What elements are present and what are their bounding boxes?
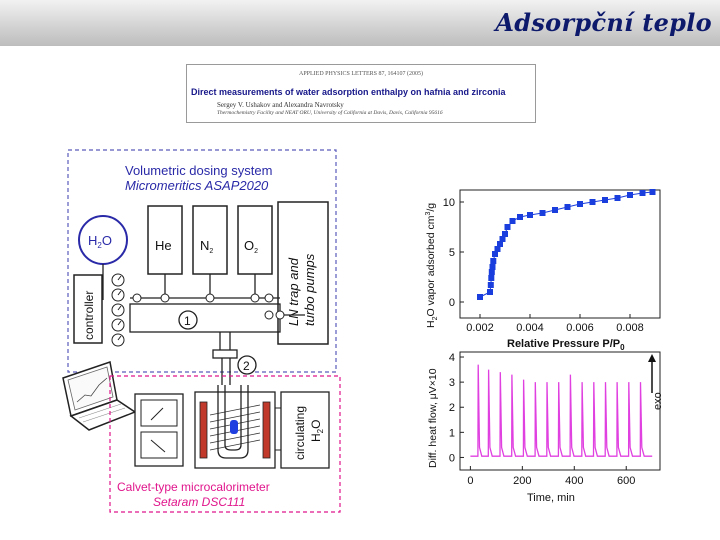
controller-box <box>73 274 103 344</box>
isotherm-point <box>539 210 546 216</box>
heatflow-xlabel: Time, min <box>527 492 575 504</box>
isotherm-point <box>614 195 621 201</box>
heatflow-xtick-label: 0 <box>467 475 473 487</box>
isotherm-point <box>577 201 583 207</box>
circulating-label: circulating <box>293 406 307 460</box>
isotherm-point <box>639 190 646 196</box>
marker-2 <box>237 355 257 375</box>
isotherm-point <box>602 197 608 203</box>
isotherm-point <box>488 269 495 275</box>
calorimeter-model: Setaram DSC111 <box>153 495 245 509</box>
isotherm-point <box>487 282 494 288</box>
isotherm-ytick-label: 0 <box>449 297 455 309</box>
heatflow-ytick-label: 0 <box>449 452 455 464</box>
isotherm-point <box>492 251 498 257</box>
isotherm-point <box>489 264 496 270</box>
isotherm-point <box>490 258 497 264</box>
manifold-valves <box>132 293 285 320</box>
isotherm-point <box>527 212 533 218</box>
o2-label: O2 <box>244 238 258 255</box>
meter-bottom <box>140 431 178 459</box>
calorimeter-title: Calvet-type microcalorimeter <box>117 480 270 494</box>
circulating-box <box>280 391 330 469</box>
pump-label-1: LN trap and <box>286 257 301 326</box>
header-bar: Adsorpční teplo <box>0 0 720 46</box>
heatflow-frame <box>459 351 661 471</box>
paper-header: APPLIED PHYSICS LETTERS 87, 164107 (2005… <box>186 64 536 123</box>
n2-cylinder <box>192 205 228 275</box>
isotherm-point <box>627 192 633 198</box>
he-label: He <box>155 238 172 253</box>
paper-authors: Sergey V. Ushakov and Alexandra Navrotsk… <box>217 101 344 109</box>
heatflow-ytick-label: 3 <box>449 377 455 389</box>
isotherm-point <box>504 224 511 230</box>
dosing-line <box>212 332 238 385</box>
heatflow-ticks: 0 200 400 600 0 1 2 3 4 <box>449 352 636 487</box>
isotherm-chart: 0.002 0.004 0.006 0.008 0 5 10 Relative Pressu… <box>425 189 661 352</box>
isotherm-point <box>477 294 483 300</box>
heatflow-ylabel: Diff. heat flow, μV×10 <box>427 368 439 468</box>
meter-top <box>140 399 178 427</box>
paper-journal: APPLIED PHYSICS LETTERS 87, 164107 (2005… <box>298 71 423 77</box>
pump-box <box>277 201 329 345</box>
isotherm-xtick-label: 0.002 <box>466 322 494 334</box>
slide-title: Adsorpční teplo <box>495 8 712 37</box>
isotherm-xtick-label: 0.004 <box>516 322 544 334</box>
isotherm-point <box>494 246 501 252</box>
heatflow-ytick-label: 1 <box>449 427 455 439</box>
isotherm-xtick-label: 0.008 <box>616 322 644 334</box>
marker-1 <box>178 310 198 330</box>
isotherm-point <box>509 218 516 224</box>
controller-label: controller <box>82 291 96 340</box>
exo-arrow-icon <box>648 354 656 393</box>
isotherm-point <box>497 241 503 247</box>
isotherm-point <box>487 289 493 295</box>
isotherm-ytick-label: 10 <box>443 197 455 209</box>
isotherm-points <box>477 189 656 300</box>
heater-left <box>199 401 208 459</box>
heatflow-chart: 0 200 400 600 0 1 2 3 4 Time, min Diff. heat flo… <box>427 351 664 504</box>
dosing-system-box <box>67 149 337 373</box>
sample-cell <box>217 385 249 459</box>
apparatus-diagram: Volumetric dosing system Micromeritics A… <box>62 149 341 513</box>
paper-affiliation: Thermochemistry Facility and NEAT ORU, U… <box>217 110 443 116</box>
n2-label: N2 <box>200 238 213 255</box>
heatflow-series <box>470 364 653 457</box>
isotherm-point <box>488 275 495 281</box>
heatflow-xtick-label: 600 <box>617 475 635 487</box>
heatflow-xtick-label: 200 <box>513 475 531 487</box>
isotherm-frame <box>459 189 661 319</box>
paper-title: Direct measurements of water adsorption … <box>191 87 506 97</box>
pressure-gauges <box>111 273 125 347</box>
heatflow-ytick-label: 2 <box>449 402 455 414</box>
calorimeter-box <box>109 375 341 513</box>
isotherm-point <box>589 199 596 205</box>
exo-label: exo <box>652 392 664 410</box>
marker-1-label: 1 <box>184 314 191 328</box>
isotherm-xlabel: Relative Pressure P/P0 <box>507 338 625 352</box>
coolant-lines <box>275 407 281 451</box>
heater-right <box>262 401 271 459</box>
isotherm-point <box>552 207 558 213</box>
isotherm-point <box>499 236 506 242</box>
circulating-h2o: H2O <box>309 420 325 442</box>
dosing-title: Volumetric dosing system <box>125 163 272 178</box>
marker-2-label: 2 <box>243 359 250 373</box>
isotherm-xtick-label: 0.006 <box>566 322 594 334</box>
o2-cylinder <box>237 205 273 275</box>
isotherm-ticks: 0.002 0.004 0.006 0.008 0 5 10 <box>443 197 644 334</box>
heatflow-xtick-label: 400 <box>565 475 583 487</box>
sample <box>230 420 238 434</box>
h2o-label: H2O <box>88 233 112 250</box>
heatflow-ytick-label: 4 <box>449 352 455 364</box>
isotherm-ytick-label: 5 <box>449 247 455 259</box>
isotherm-point <box>502 231 508 237</box>
dosing-model: Micromeritics ASAP2020 <box>125 178 269 193</box>
pump-label-2: turbo pumps <box>302 253 317 326</box>
he-cylinder <box>147 205 183 275</box>
isotherm-point <box>517 214 523 220</box>
isotherm-point <box>649 189 656 195</box>
isotherm-ylabel: H2O vapor adsorbed cm3/g <box>425 203 439 328</box>
isotherm-point <box>564 204 571 210</box>
